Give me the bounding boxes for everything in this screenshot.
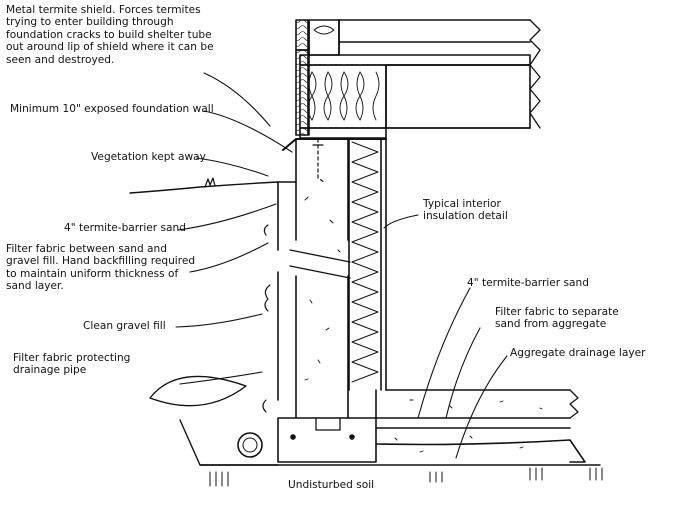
label-vegetation: Vegetation kept away xyxy=(91,151,206,163)
label-drain-fabric: Filter fabric protecting drainage pipe xyxy=(13,352,131,377)
label-sand-right: 4" termite-barrier sand xyxy=(467,277,589,289)
foundation-wall xyxy=(289,138,351,419)
label-soil: Undisturbed soil xyxy=(288,479,375,491)
sand-layer-left xyxy=(277,181,297,401)
label-filter-fabric-left: Filter fabric between sand and gravel fi… xyxy=(6,243,196,293)
leader-lines xyxy=(175,72,508,459)
label-aggregate-layer: Aggregate drainage layer xyxy=(510,347,646,359)
label-sand-left: 4" termite-barrier sand xyxy=(64,222,186,234)
floor-framing xyxy=(299,19,541,139)
label-interior-insulation: Typical interior insulation detail xyxy=(423,198,508,223)
label-filter-fabric-right: Filter fabric to separate sand from aggr… xyxy=(495,306,619,331)
siding xyxy=(295,19,310,136)
label-gravel-fill: Clean gravel fill xyxy=(83,320,166,332)
filter-fabric-callout xyxy=(149,375,247,407)
interior-insulation xyxy=(348,138,387,391)
concrete-texture xyxy=(304,196,543,453)
drainage-pipe xyxy=(179,419,279,466)
floor-slab xyxy=(375,389,586,463)
termite-shield xyxy=(282,138,387,151)
label-exposed-wall: Minimum 10" exposed foundation wall xyxy=(10,103,214,115)
label-termite-shield: Metal termite shield. Forces termites tr… xyxy=(6,4,214,66)
grade-line xyxy=(129,177,279,194)
soil-base xyxy=(199,464,603,487)
gravel-backfill xyxy=(262,224,271,413)
footing xyxy=(277,417,377,463)
